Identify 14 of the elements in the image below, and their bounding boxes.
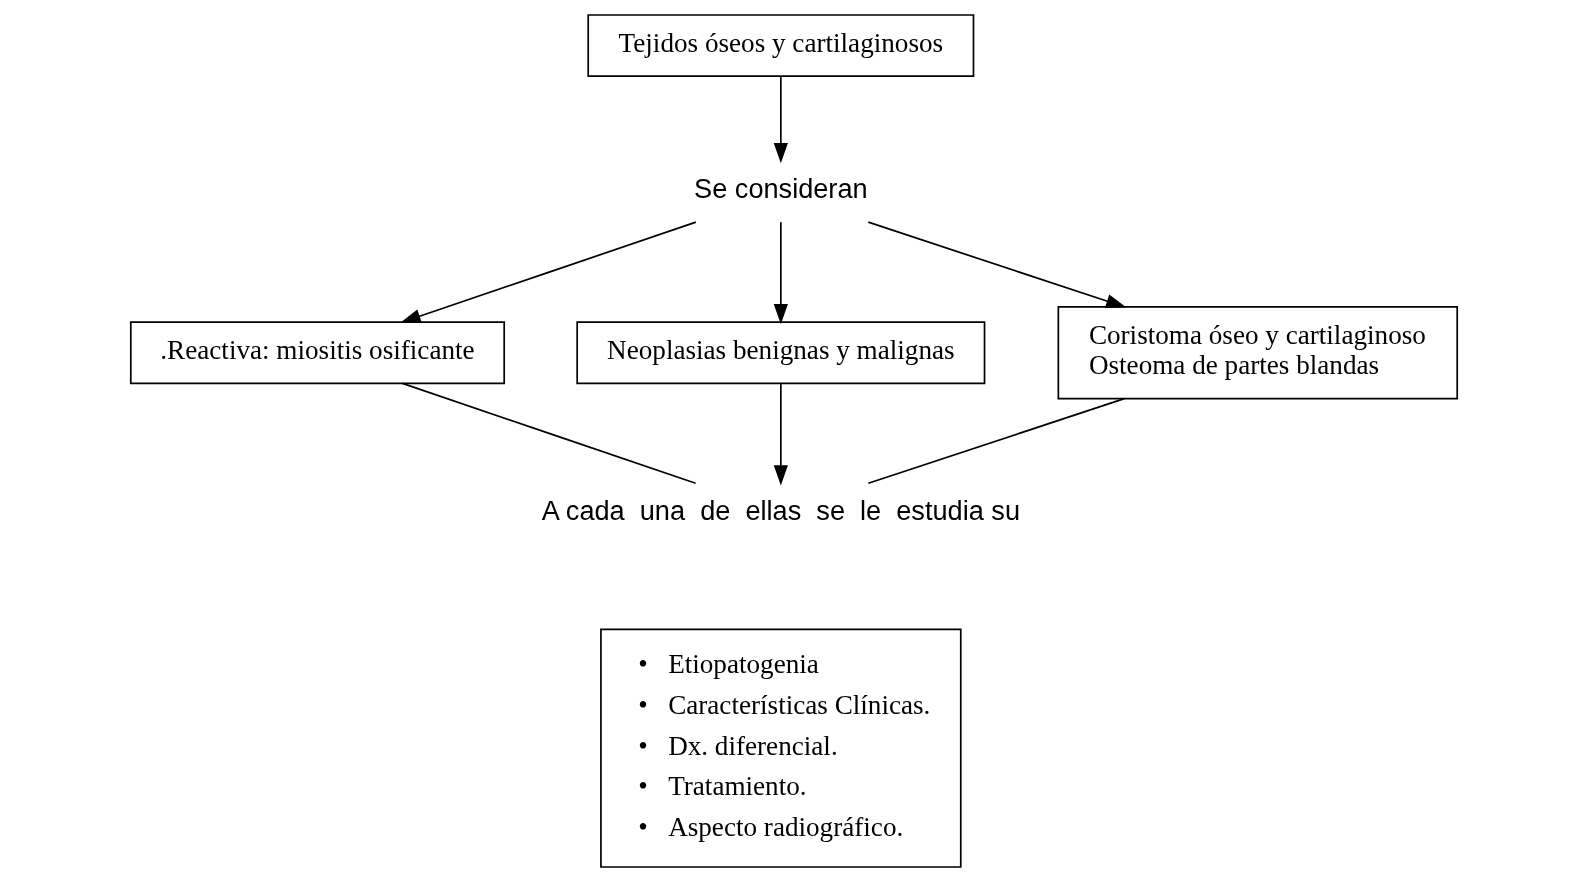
node-text: Se consideran bbox=[694, 172, 868, 204]
node-box: .Reactiva: miositis osificante bbox=[129, 321, 506, 385]
connector bbox=[401, 382, 697, 485]
node-box: • Etiopatogenia • Características Clínicas. • Dx. diferencial. • Tratamiento. • Aspecto radiográfico. bbox=[600, 628, 962, 868]
arrow bbox=[773, 75, 788, 164]
arrow bbox=[773, 382, 788, 486]
connector bbox=[867, 397, 1126, 485]
node-box: Tejidos óseos y cartilaginosos bbox=[587, 14, 975, 77]
arrow bbox=[867, 221, 1127, 308]
node-text: A cada una de ellas se le estudia su bbox=[541, 495, 1020, 527]
node-box: Neoplasias benignas y malignas bbox=[576, 321, 986, 385]
arrow bbox=[773, 221, 788, 325]
node-box: Coristoma óseo y cartilaginoso Osteoma de partes blandas bbox=[1057, 306, 1459, 400]
arrow bbox=[400, 221, 697, 324]
